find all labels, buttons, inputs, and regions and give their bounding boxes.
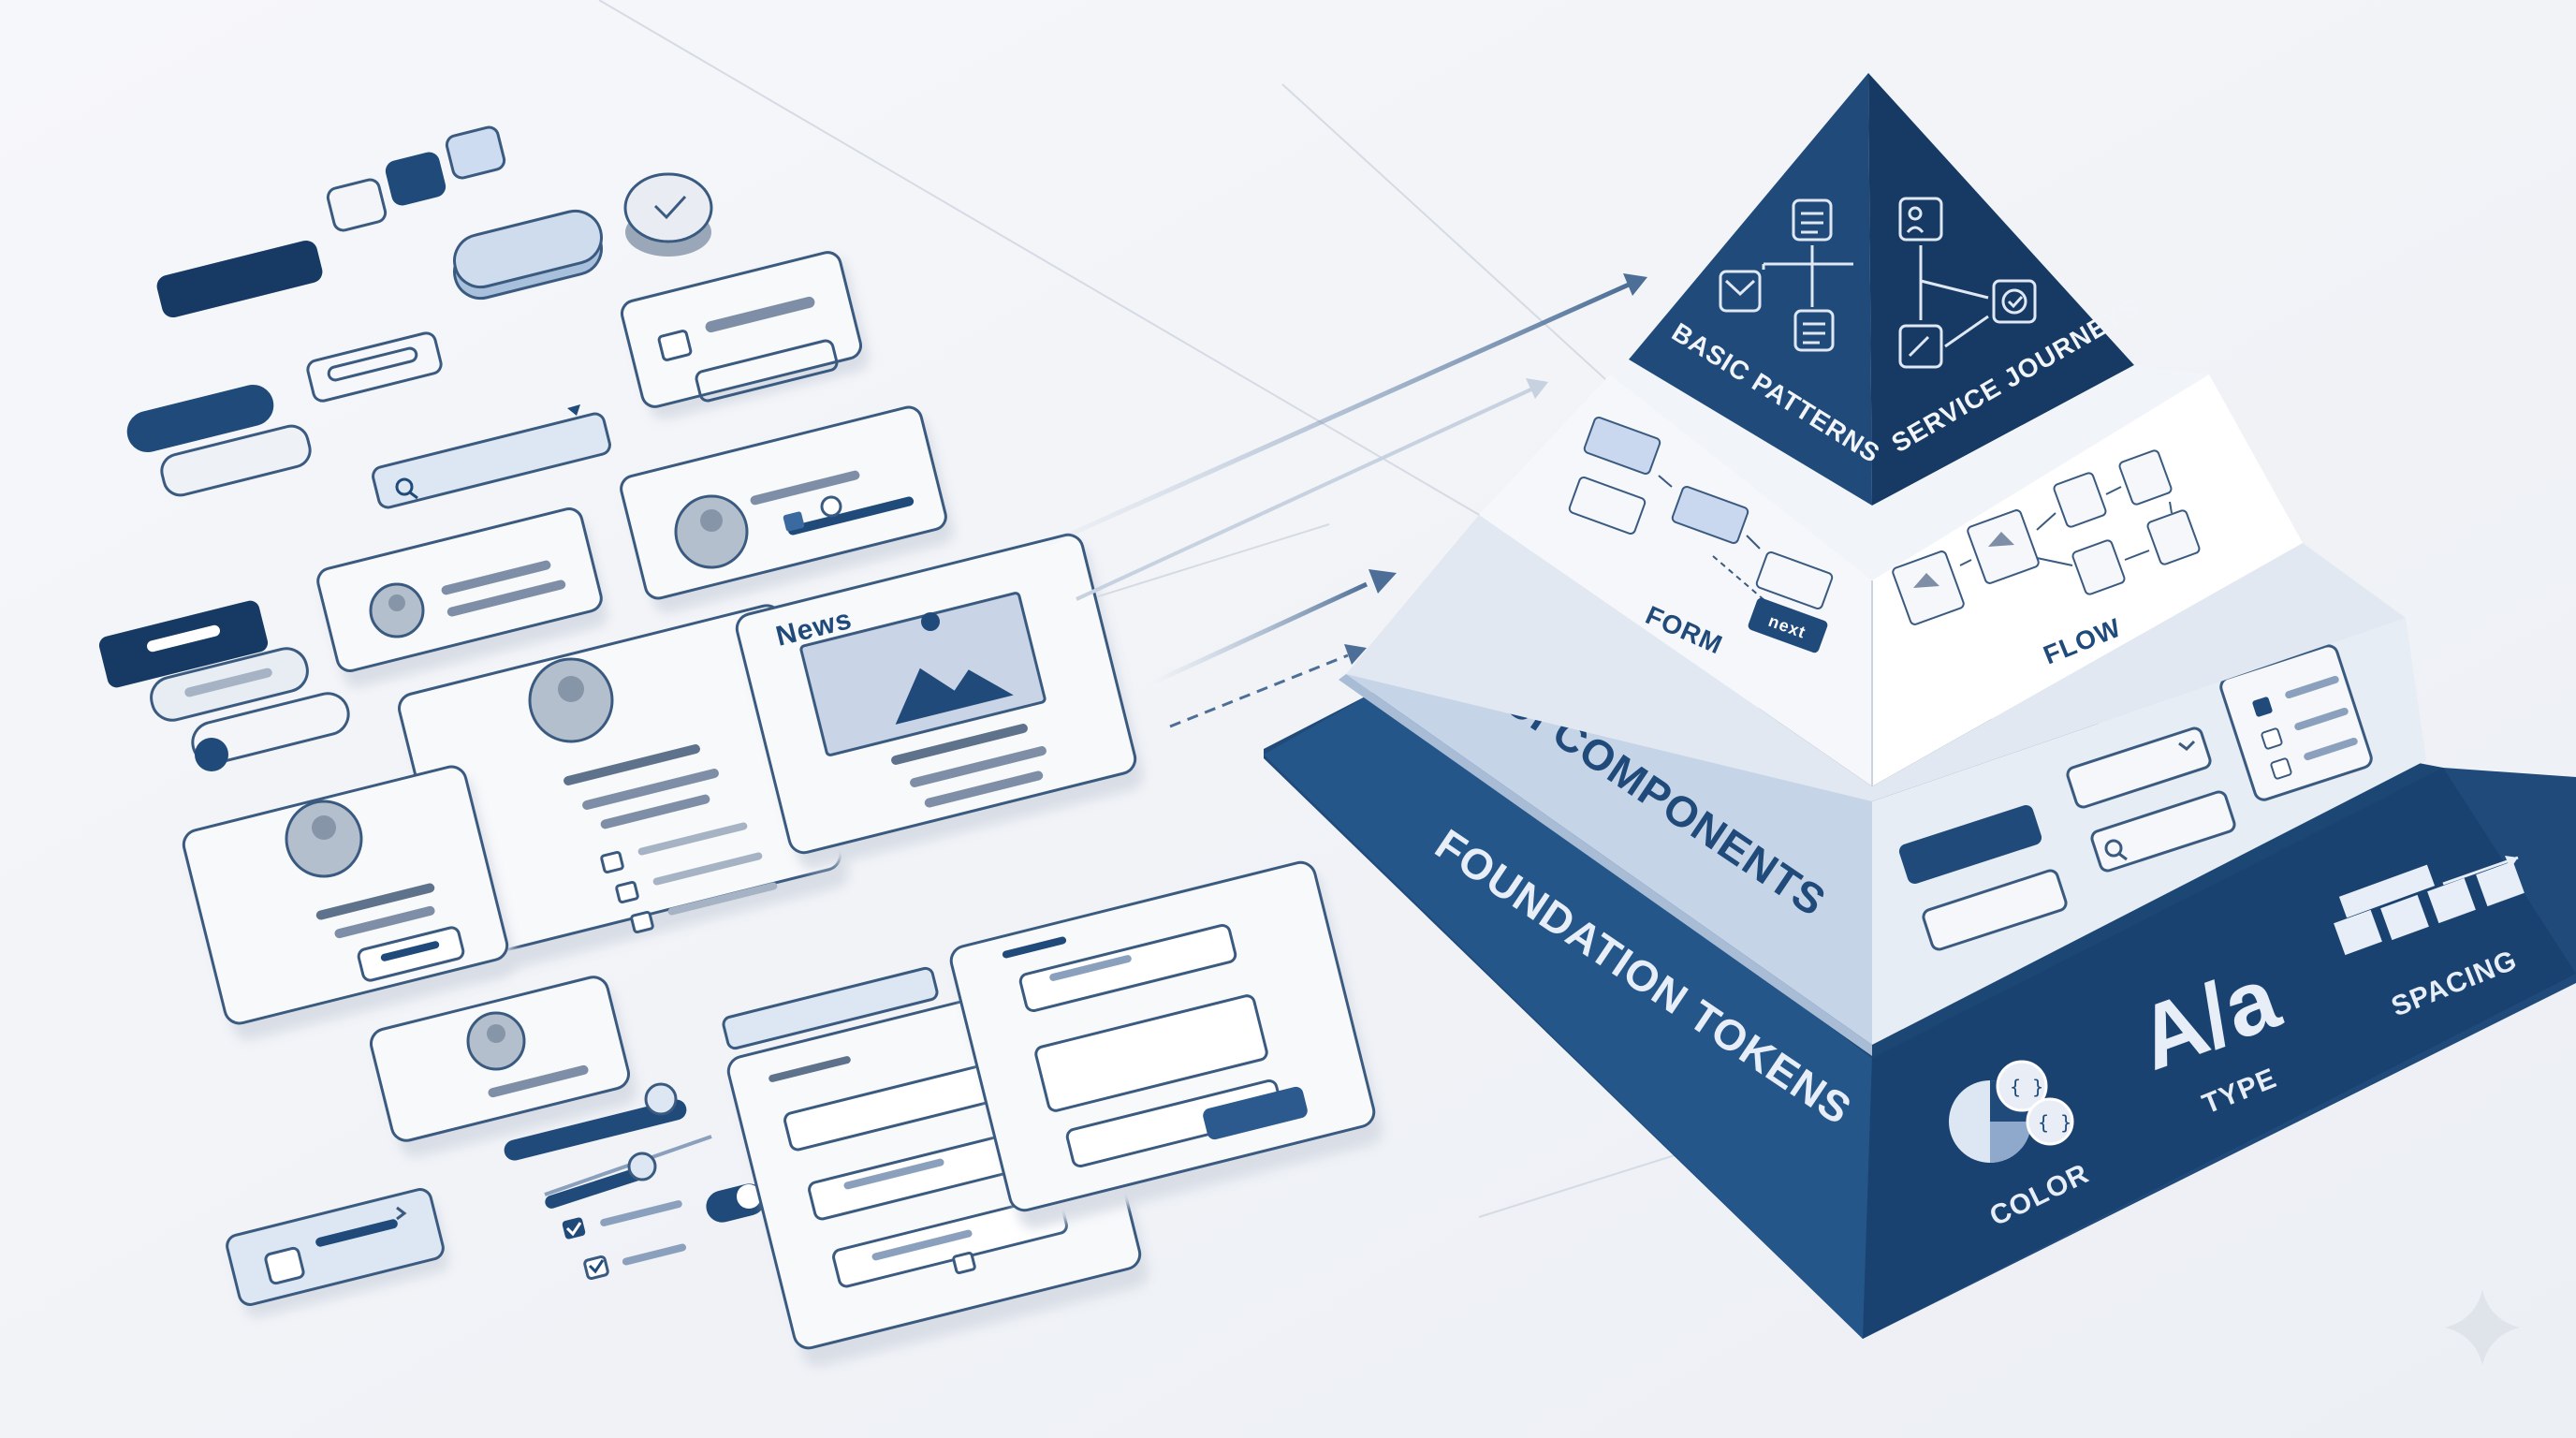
token-swatch-pale bbox=[445, 125, 506, 180]
tier-patterns-form-flow: next FORM FLOW bbox=[1346, 374, 2406, 801]
checkbox-checked-icon bbox=[2252, 697, 2273, 717]
checkbox-icon bbox=[657, 330, 693, 361]
next-button bbox=[1748, 597, 1828, 653]
pencil-icon bbox=[1898, 324, 1943, 369]
component-select bbox=[2066, 726, 2212, 809]
card-profile-button bbox=[182, 765, 516, 1040]
round-check-button bbox=[623, 172, 713, 257]
service-journeys-icons bbox=[1898, 197, 2037, 369]
card-profile-list bbox=[316, 507, 608, 688]
mail-icon bbox=[1719, 270, 1762, 313]
pill-button-pale bbox=[453, 209, 603, 301]
list-item-selectable bbox=[226, 1188, 449, 1318]
form-icon bbox=[1792, 198, 1833, 242]
toggle-switch-left bbox=[191, 692, 350, 771]
primary-button-navy-2 bbox=[126, 384, 274, 453]
user-flow-icon bbox=[1898, 197, 1943, 242]
mountain-image-icon bbox=[895, 668, 1014, 725]
card-profile-small bbox=[369, 976, 637, 1158]
ruler-icon bbox=[2338, 864, 2436, 918]
input-field-small bbox=[306, 331, 443, 403]
chevron-down-icon bbox=[2178, 740, 2196, 751]
tier2-ledge bbox=[1346, 515, 2406, 801]
chevron-right-icon bbox=[396, 1206, 407, 1221]
tier-top-patterns-journeys: BASIC PATTERNS SERVICE JOURNEYS bbox=[1610, 73, 2209, 580]
component-primary-button bbox=[1898, 804, 2042, 885]
card-profile-slider bbox=[620, 405, 955, 613]
base-left-face bbox=[1264, 691, 1872, 1339]
arrow-dashed bbox=[1169, 653, 1349, 728]
pyramid: FOUNDATION TOKENS { } { } COLOR A/a TYPE bbox=[1264, 73, 2576, 1339]
search-bar bbox=[372, 404, 611, 509]
tier2-left-face bbox=[1479, 374, 1872, 786]
svg-text:{ }: { } bbox=[2010, 1076, 2043, 1098]
form-card-dropdowns-2 bbox=[949, 860, 1383, 1229]
card-checklist-top bbox=[621, 251, 870, 420]
arrow-faint bbox=[1076, 386, 1536, 601]
search-icon bbox=[395, 477, 414, 496]
top-right-face bbox=[1868, 73, 2134, 506]
secondary-button-outline-1 bbox=[160, 424, 312, 497]
checkbox-icon bbox=[264, 1246, 305, 1285]
search-icon bbox=[2104, 839, 2123, 858]
basic-patterns-icons bbox=[1719, 198, 1853, 352]
token-swatch-light bbox=[326, 178, 388, 232]
arrow-to-patterns bbox=[1028, 282, 1631, 555]
sparkle-icon bbox=[2445, 1290, 2520, 1365]
flow-arrows bbox=[1028, 273, 1647, 728]
scattered-ui-elements: News bbox=[98, 125, 1383, 1367]
primary-button-navy-3 bbox=[98, 600, 269, 688]
primary-button-navy-1 bbox=[156, 240, 323, 318]
component-search-field bbox=[2090, 790, 2236, 873]
secondary-button-outline-2 bbox=[150, 647, 309, 722]
check-circle-icon bbox=[1992, 279, 2037, 324]
top-left-face bbox=[1629, 73, 1872, 506]
svg-text:{ }: { } bbox=[2038, 1111, 2071, 1134]
component-secondary-button bbox=[1922, 869, 2068, 951]
token-swatch-navy bbox=[385, 152, 446, 206]
slider-controls bbox=[504, 1082, 766, 1281]
card-profile-large bbox=[398, 604, 849, 976]
list-icon bbox=[1793, 309, 1835, 352]
code-braces-icon bbox=[1996, 1060, 2048, 1112]
card-news: News bbox=[735, 533, 1144, 870]
top-ledge bbox=[1610, 360, 2209, 580]
check-icon bbox=[653, 195, 687, 220]
arrow-to-components bbox=[1149, 581, 1368, 686]
